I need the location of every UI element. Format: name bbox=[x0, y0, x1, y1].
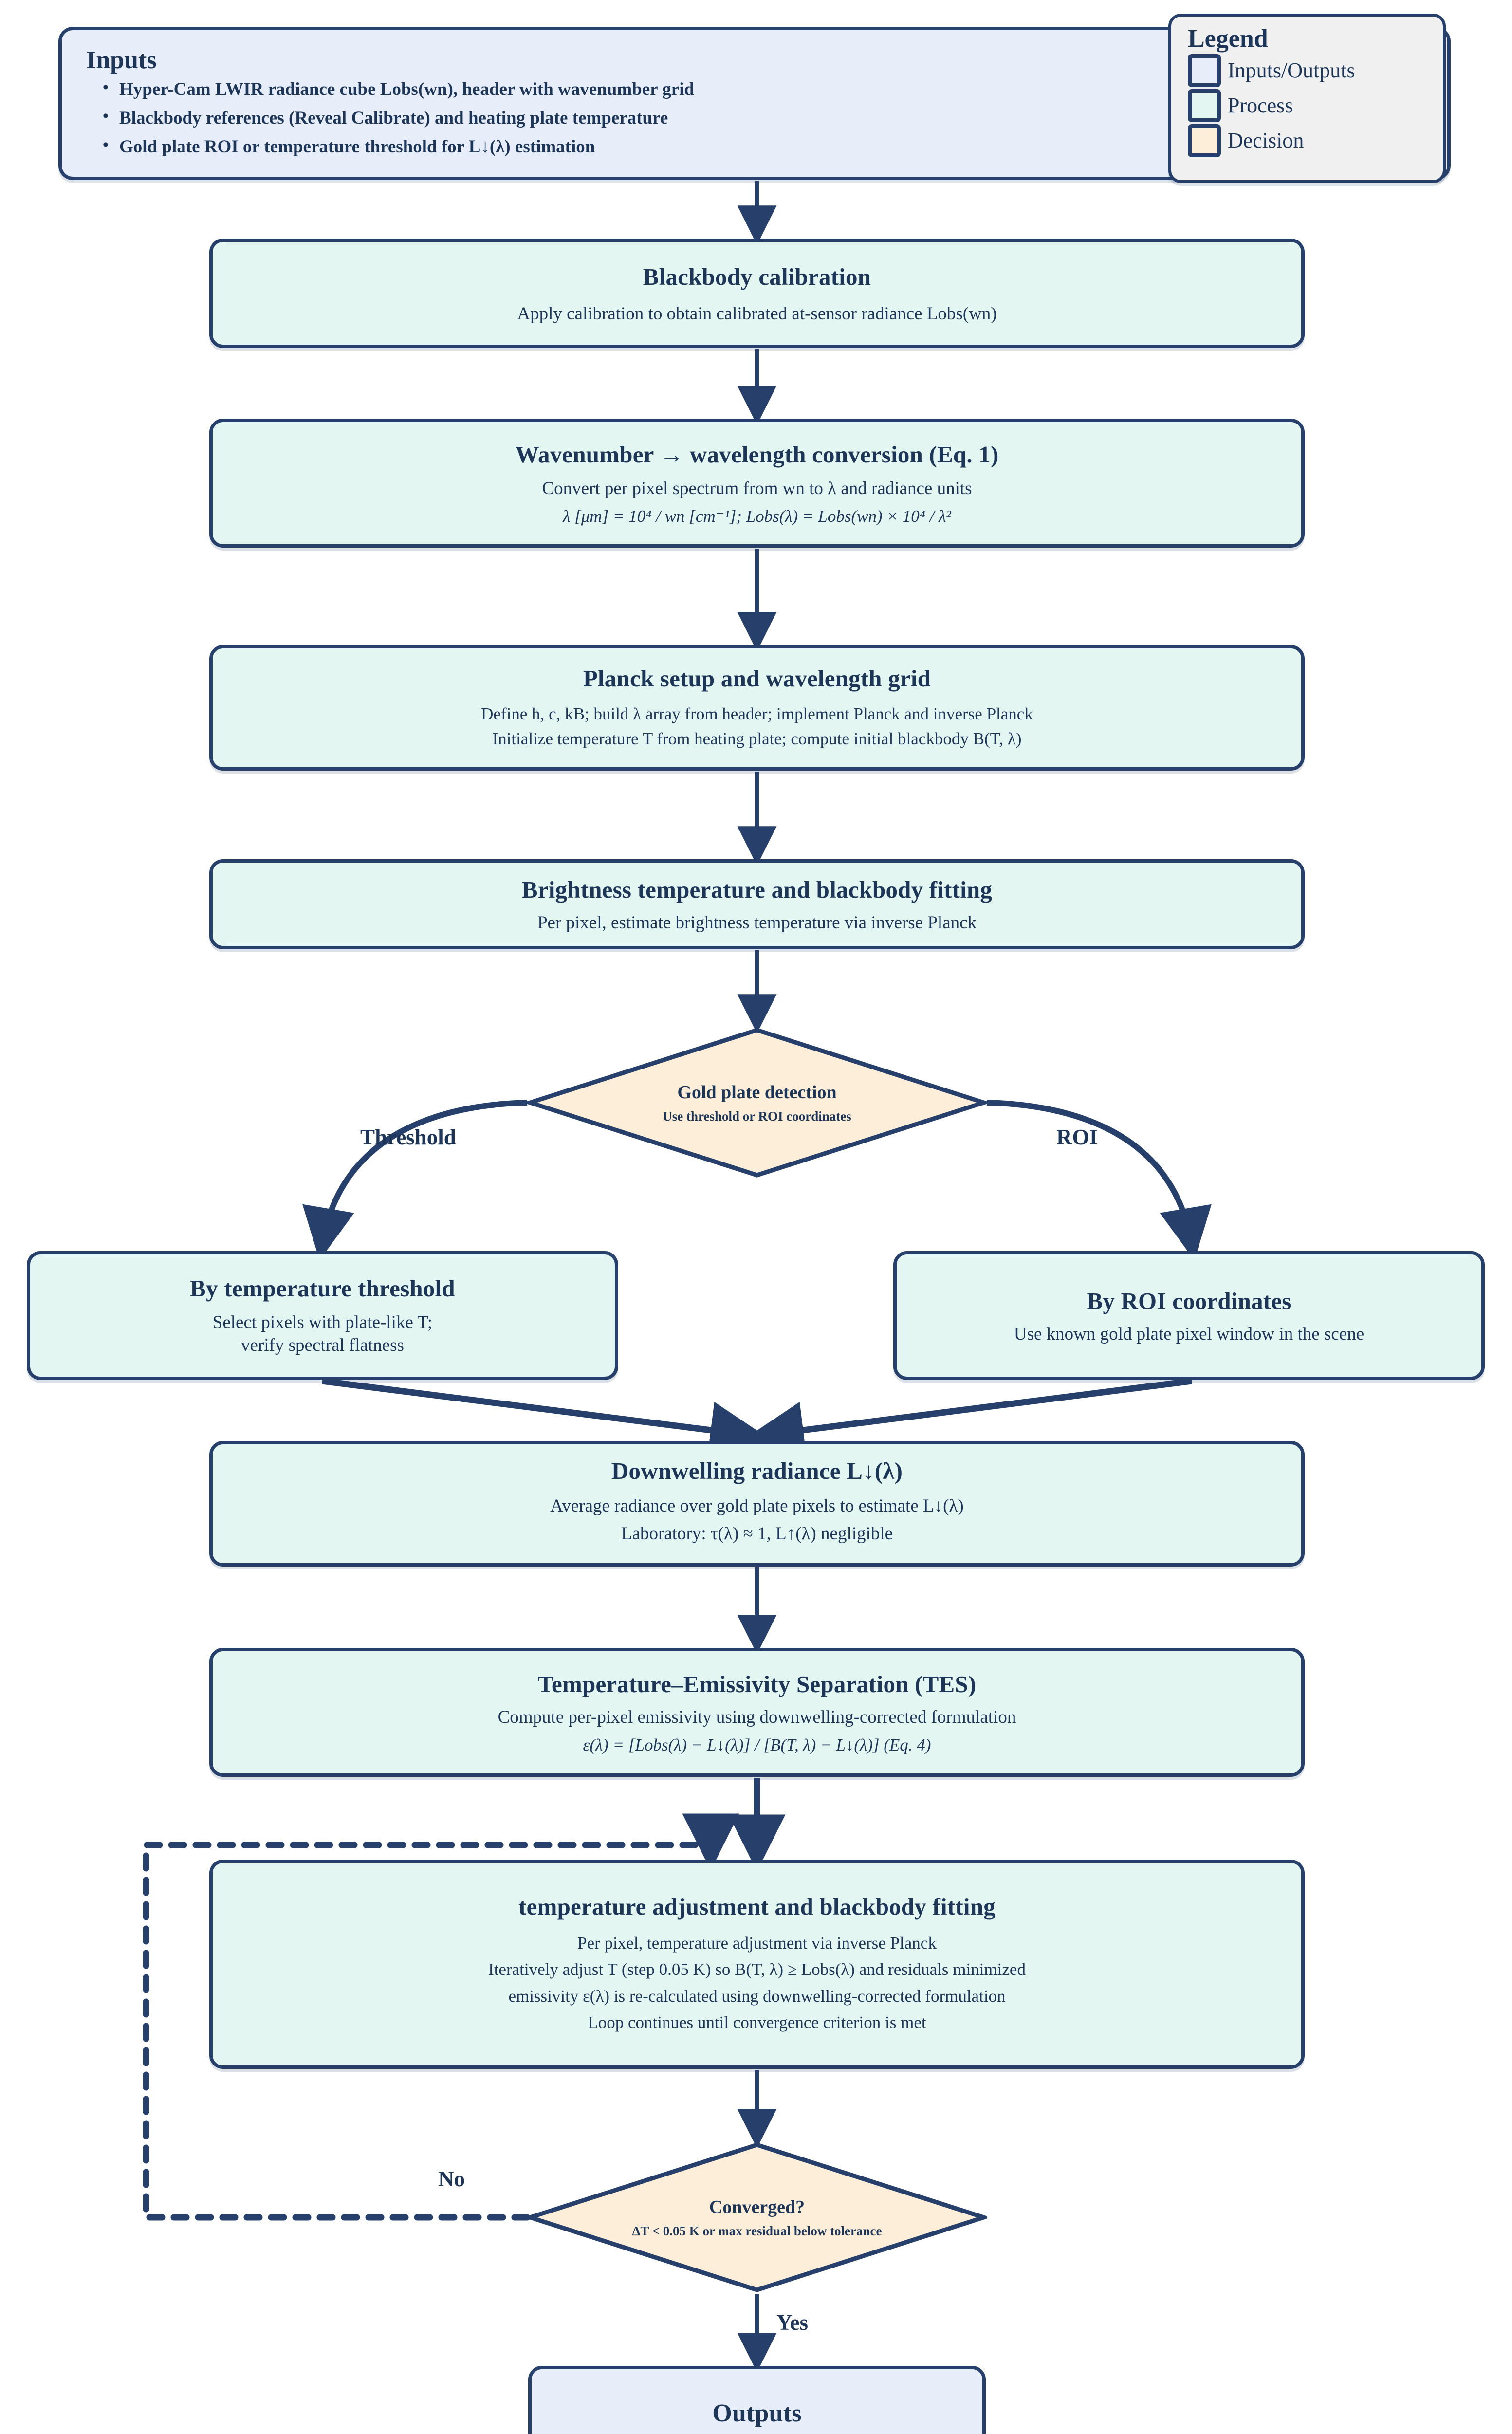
node-title: By temperature threshold bbox=[190, 1274, 455, 1302]
inputs-heading: Inputs bbox=[86, 46, 157, 74]
node-title: Wavenumber → wavelength conversion (Eq. … bbox=[515, 441, 999, 468]
node-line-1: Define h, c, kB; build λ array from head… bbox=[481, 704, 1033, 723]
node-blackbody-calibration: Blackbody calibration Apply calibration … bbox=[209, 239, 1305, 348]
legend-row-inputs-outputs: Inputs/Outputs bbox=[1188, 54, 1433, 87]
list-item: Blackbody references (Reveal Calibrate) … bbox=[103, 108, 1426, 127]
node-title: By ROI coordinates bbox=[1087, 1287, 1291, 1314]
node-temperature-adjustment: temperature adjustment and blackbody fit… bbox=[209, 1860, 1305, 2069]
node-downwelling-radiance: Downwelling radiance L↓(λ) Average radia… bbox=[209, 1441, 1305, 1567]
decision-converged: Converged? ΔT < 0.05 K or max residual b… bbox=[527, 2142, 987, 2293]
edge-label-threshold: Threshold bbox=[360, 1125, 456, 1149]
legend-swatch-inputs-outputs bbox=[1188, 54, 1221, 87]
legend-title: Legend bbox=[1188, 25, 1268, 53]
node-line-1: Per pixel, temperature adjustment via in… bbox=[577, 1934, 937, 1953]
node-line-1: Convert per pixel spectrum from wn to λ … bbox=[542, 478, 972, 498]
node-title: Blackbody calibration bbox=[643, 263, 871, 290]
edge-label-yes: Yes bbox=[776, 2310, 808, 2335]
node-by-roi-coordinates: By ROI coordinates Use known gold plate … bbox=[893, 1251, 1485, 1380]
edge-roi-to-downwelling bbox=[746, 1378, 1192, 1458]
node-outputs: Outputs Temperature map T(x,y) Emissivit… bbox=[528, 2366, 986, 2434]
node-title: Downwelling radiance L↓(λ) bbox=[611, 1457, 903, 1484]
node-title: Temperature–Emissivity Separation (TES) bbox=[537, 1670, 977, 1697]
edge-label-roi: ROI bbox=[1056, 1125, 1098, 1149]
legend-label: Decision bbox=[1228, 129, 1304, 152]
legend-swatch-process bbox=[1188, 89, 1221, 122]
node-line-1: Select pixels with plate-like T; bbox=[212, 1312, 433, 1332]
node-line-1: Per pixel, estimate brightness temperatu… bbox=[537, 912, 977, 933]
node-line-2: Initialize temperature T from heating pl… bbox=[492, 729, 1022, 748]
node-line-4: Loop continues until convergence criteri… bbox=[588, 2012, 926, 2032]
decision-gold-plate-detection: Gold plate detection Use threshold or RO… bbox=[527, 1027, 987, 1178]
legend-label: Process bbox=[1228, 93, 1293, 117]
legend-label: Inputs/Outputs bbox=[1228, 58, 1355, 82]
node-line-2: Iteratively adjust T (step 0.05 K) so B(… bbox=[488, 1960, 1026, 1979]
node-line-3: emissivity ε(λ) is re-calculated using d… bbox=[508, 1986, 1006, 2006]
edge-threshold-to-downwelling bbox=[322, 1378, 768, 1458]
edge-label-no: No bbox=[438, 2167, 465, 2191]
node-title: Planck setup and wavelength grid bbox=[583, 664, 931, 692]
node-line-1: Use known gold plate pixel window in the… bbox=[1014, 1324, 1364, 1344]
node-line-1: Apply calibration to obtain calibrated a… bbox=[517, 303, 997, 324]
node-title: Outputs bbox=[712, 2399, 802, 2427]
node-title: temperature adjustment and blackbody fit… bbox=[518, 1893, 996, 1920]
node-by-temperature-threshold: By temperature threshold Select pixels w… bbox=[27, 1251, 618, 1380]
node-line-2: verify spectral flatness bbox=[241, 1335, 404, 1355]
inputs-list: Hyper-Cam LWIR radiance cube Lobs(wn), h… bbox=[83, 79, 1426, 166]
node-line-2: ε(λ) = [Lobs(λ) − L↓(λ)] / [B(T, λ) − L↓… bbox=[583, 1735, 931, 1754]
list-item: Gold plate ROI or temperature threshold … bbox=[103, 137, 1426, 156]
legend-swatch-decision bbox=[1188, 124, 1221, 157]
diamond-shape bbox=[527, 1028, 987, 1178]
node-line-2: Laboratory: τ(λ) ≈ 1, L↑(λ) negligible bbox=[621, 1523, 893, 1544]
edge-gold-to-threshold bbox=[302, 1100, 528, 1261]
node-brightness-temperature: Brightness temperature and blackbody fit… bbox=[209, 859, 1305, 949]
node-line-1: Compute per-pixel emissivity using downw… bbox=[498, 1707, 1016, 1727]
edge-gold-to-roi bbox=[986, 1100, 1212, 1261]
node-line-1: Average radiance over gold plate pixels … bbox=[550, 1495, 964, 1516]
legend-panel: Legend Inputs/Outputs Process Decision bbox=[1168, 14, 1446, 183]
node-line-2: λ [μm] = 10⁴ / wn [cm⁻¹]; Lobs(λ) = Lobs… bbox=[563, 506, 951, 526]
diamond-shape bbox=[527, 2142, 987, 2292]
node-title: Brightness temperature and blackbody fit… bbox=[521, 876, 993, 903]
node-wavenumber-conversion: Wavenumber → wavelength conversion (Eq. … bbox=[209, 419, 1305, 548]
legend-row-decision: Decision bbox=[1188, 124, 1433, 157]
list-item: Hyper-Cam LWIR radiance cube Lobs(wn), h… bbox=[103, 79, 1426, 98]
legend-row-process: Process bbox=[1188, 89, 1433, 122]
node-planck-setup: Planck setup and wavelength grid Define … bbox=[209, 645, 1305, 771]
node-temperature-emissivity-separation: Temperature–Emissivity Separation (TES) … bbox=[209, 1648, 1305, 1777]
